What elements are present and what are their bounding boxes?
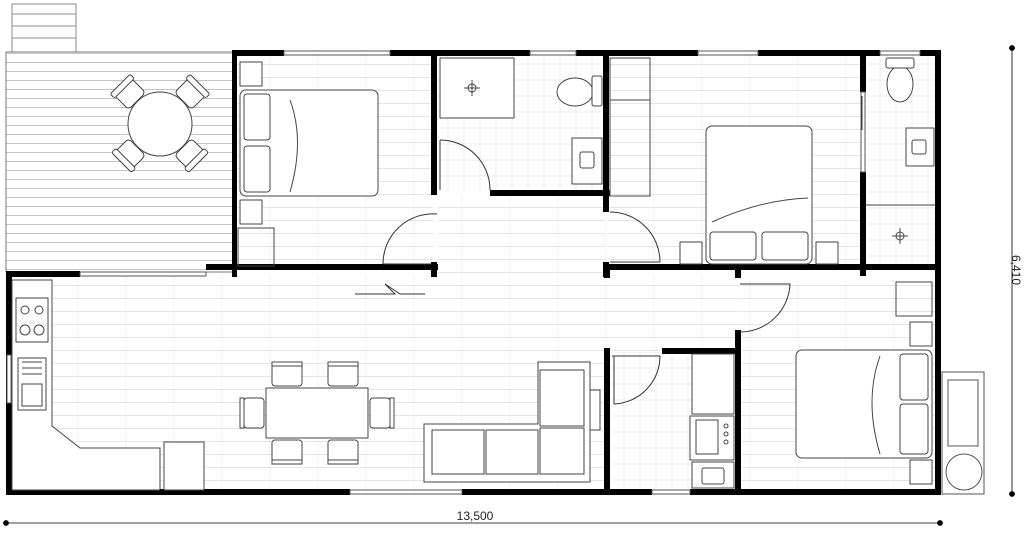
outdoor-table-set [110,74,210,173]
wall-mid-1 [6,271,80,277]
wardrobe-2 [609,57,651,197]
fridge [163,441,205,491]
laundry-fixtures [689,353,735,489]
wall-bottom-1 [6,489,350,495]
wall-top-1 [232,50,284,56]
door-bed2 [609,211,661,263]
bedroom-3-furniture [795,281,933,485]
door-bed3 [739,283,791,333]
bed-2 [705,125,813,265]
wall-laundry-top [662,348,740,354]
cooktop [15,297,49,343]
wall-top-5 [920,50,940,56]
drain-icon [892,228,908,244]
bedside-4 [815,241,839,265]
entry-arrow [355,283,425,295]
exterior-services [941,371,985,495]
dining-table [265,387,369,439]
bedroom-1-furniture [237,61,379,267]
door-laundry [612,355,661,405]
bedside-1 [239,61,263,87]
bedside-6 [909,459,933,485]
wall-bed2-ensuite-lower [860,172,866,276]
laundry-cabinet [691,353,735,415]
bed-1 [239,89,379,197]
wall-bottom-3 [690,489,940,495]
wardrobe-3 [895,281,933,317]
wall-top-4 [758,50,880,56]
wall-mid-2 [206,264,438,270]
width-label: 13,500 [457,509,494,523]
bedside-2 [239,199,263,225]
windows [6,50,921,495]
bedroom-2-furniture [609,57,839,265]
door-bath [439,139,491,191]
wall-mid-4 [604,270,610,278]
dimension-width [3,520,943,526]
bed-3 [795,349,933,459]
wall-bottom-2 [462,489,652,495]
wall-top-2 [390,50,530,56]
bathroom-fixtures [439,57,603,185]
wall-bed3-left-upper [735,330,741,352]
wall-laundry-left [604,348,610,494]
entry-steps [11,3,77,53]
dimension-height [1009,45,1015,497]
wall-bath-bottom [490,190,610,196]
wall-mid-5 [735,270,741,278]
wall-top-3 [576,50,698,56]
kitchen-bench [11,279,161,491]
wall-bath-bed2 [603,50,609,212]
dining-set [239,361,395,465]
height-label: 6,410 [1009,255,1023,285]
wall-bed1-left [232,50,237,277]
door-bed1 [382,213,438,265]
wall-right [935,50,941,495]
sofa [423,361,601,483]
kitchen [11,279,205,491]
bedside-3 [679,241,703,265]
vanity-1 [571,137,603,185]
wall-mid-3 [604,264,940,270]
doors [382,96,863,405]
drain-icon [464,80,480,96]
wall-bed3-left [735,348,741,494]
ensuite-fixtures [885,57,935,244]
bedside-5 [909,321,933,347]
wardrobe-1 [237,227,275,267]
toilet-2 [885,57,915,103]
toilet-1 [556,75,603,107]
floors [10,55,938,491]
wall-bed1-bath [431,50,437,195]
wall-bed2-ensuite-upper [860,50,866,92]
